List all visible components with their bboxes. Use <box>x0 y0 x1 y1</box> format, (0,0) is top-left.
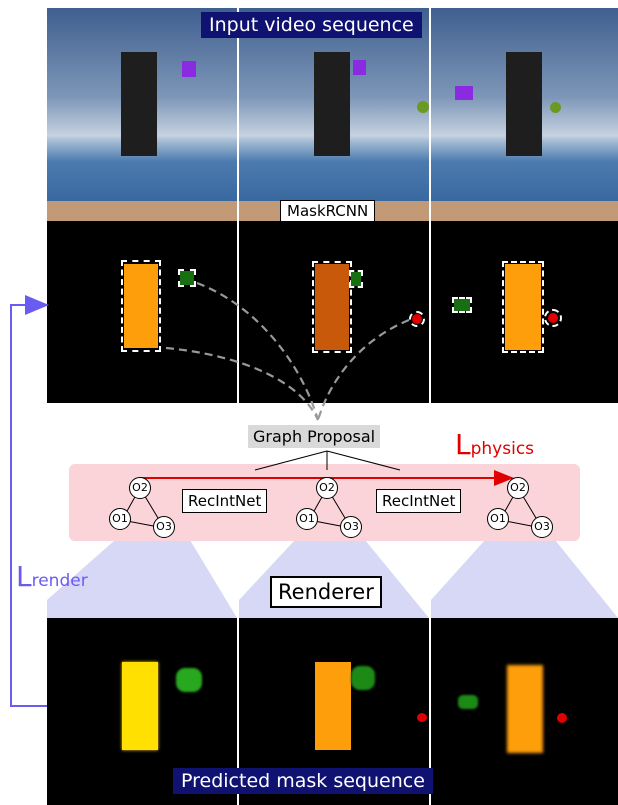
black-pillar <box>314 52 350 156</box>
graph-band <box>69 464 580 541</box>
mask-frame-3 <box>431 221 618 403</box>
proposal-curve-1 <box>196 281 320 421</box>
purple-cube <box>455 86 473 100</box>
black-pillar <box>121 52 157 156</box>
node-o3: O3 <box>153 516 175 538</box>
mask-green-object <box>180 271 194 285</box>
mask-frame-1 <box>47 221 237 403</box>
node-o2: O2 <box>129 477 151 499</box>
predicted-frame-1 <box>47 618 237 805</box>
loss-physics-symbol: L <box>455 428 471 461</box>
pillar-bbox <box>502 261 544 353</box>
purple-cube <box>353 60 366 75</box>
node-o1: O1 <box>296 508 318 530</box>
pred-pillar <box>507 665 543 753</box>
node-o1: O1 <box>487 508 509 530</box>
green-bbox <box>349 270 363 288</box>
input-title: Input video sequence <box>201 12 422 38</box>
pillar-bbox <box>312 261 352 353</box>
input-frame-2 <box>239 8 429 221</box>
graph-edges-2 <box>308 487 353 529</box>
graph-proposal-box: Graph Proposal <box>248 425 381 448</box>
branch-line <box>254 450 328 471</box>
loss-physics: Lphysics <box>455 428 534 461</box>
floor <box>47 201 237 221</box>
maskrcnn-box: MaskRCNN <box>280 200 376 222</box>
mask-pillar <box>315 264 349 350</box>
node-o3: O3 <box>340 516 362 538</box>
mask-pillar <box>505 264 541 350</box>
node-o2: O2 <box>316 477 338 499</box>
proposal-curve-3 <box>316 318 410 421</box>
branch-line <box>326 450 401 471</box>
green-bbox <box>452 297 472 313</box>
loss-render-subscript: render <box>31 571 88 591</box>
pred-pillar <box>122 662 158 750</box>
floor <box>431 201 618 221</box>
mask-pillar <box>124 264 158 348</box>
node-o3: O3 <box>531 516 553 538</box>
pred-green-object <box>176 668 202 692</box>
render-beam-1 <box>47 540 237 618</box>
loss-render: Lrender <box>16 560 88 593</box>
loss-physics-subscript: physics <box>470 439 535 459</box>
pred-green-object <box>458 695 478 709</box>
red-bbox <box>409 311 425 327</box>
pred-pillar <box>315 662 351 750</box>
proposal-curve-2 <box>165 346 320 421</box>
pred-red-object <box>417 713 427 722</box>
red-bbox <box>544 309 562 327</box>
mask-frame-2 <box>239 221 429 403</box>
green-ball <box>417 101 429 113</box>
graph-edges-1 <box>121 487 166 529</box>
mask-green-object <box>454 299 470 311</box>
pred-green-object <box>351 666 375 690</box>
predicted-frame-3 <box>431 618 618 805</box>
purple-cube <box>182 61 196 77</box>
green-ball <box>550 102 561 113</box>
render-loop-arrow <box>10 295 49 707</box>
pillar-bbox <box>121 260 161 352</box>
graph-edges-3 <box>499 487 544 529</box>
pred-red-object <box>557 713 567 723</box>
renderer-box: Renderer <box>270 576 382 608</box>
black-pillar <box>506 52 542 156</box>
recintnet-box-1: RecIntNet <box>182 489 268 513</box>
node-o2: O2 <box>507 477 529 499</box>
green-bbox <box>178 269 196 287</box>
render-beam-3 <box>431 540 618 618</box>
input-frame-3 <box>431 8 618 221</box>
mask-green-object <box>351 272 361 286</box>
input-frame-1 <box>47 8 237 221</box>
loss-render-symbol: L <box>16 560 32 593</box>
recintnet-box-2: RecIntNet <box>376 489 462 513</box>
node-o1: O1 <box>109 508 131 530</box>
output-title: Predicted mask sequence <box>173 768 433 794</box>
